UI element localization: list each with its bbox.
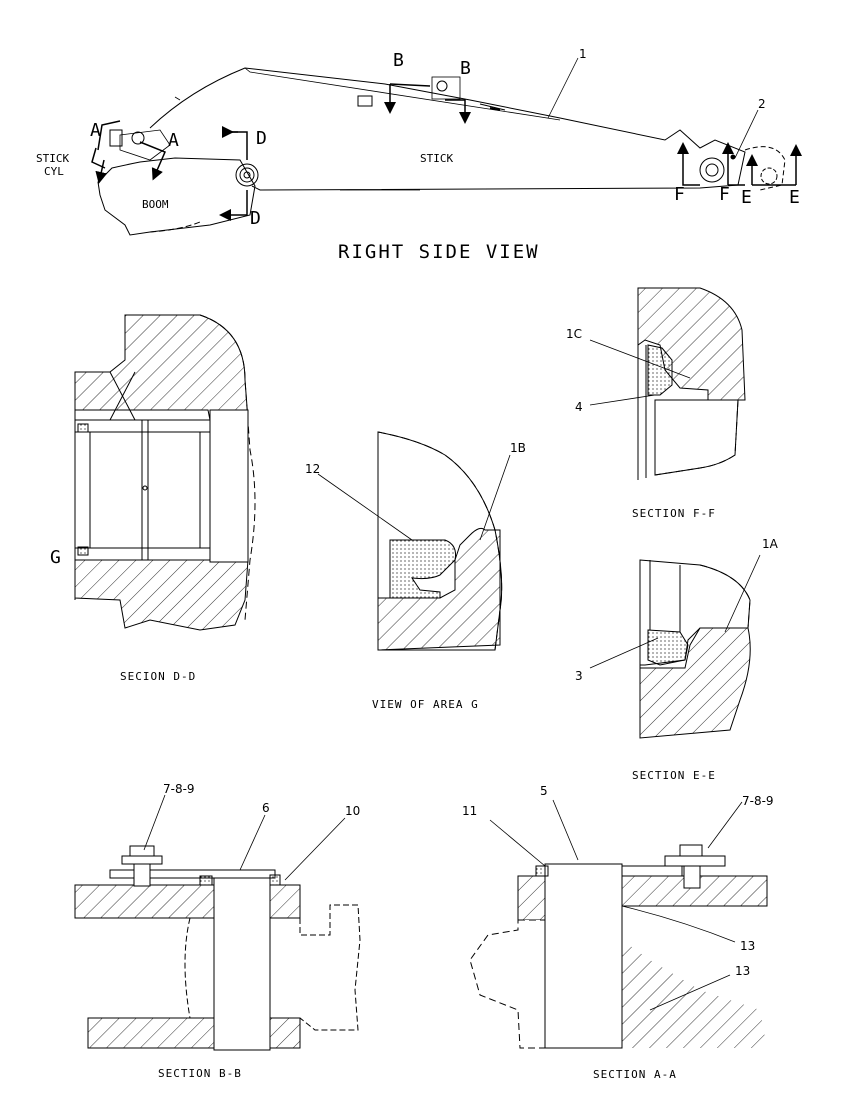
view-area-g: [317, 431, 511, 651]
right-side-view: [91, 57, 802, 236]
aa-callout-13-lower: 13: [735, 964, 750, 978]
section-ff: [589, 287, 746, 480]
callout-1: 1: [579, 47, 587, 61]
section-bb-caption: SECTION B-B: [158, 1067, 242, 1080]
area-g-caption: VIEW OF AREA G: [372, 698, 479, 711]
callout-1b: 1B: [510, 441, 526, 455]
area-g-marker: G: [50, 547, 61, 568]
stick-cyl-label-2: CYL: [44, 165, 64, 178]
section-ee-caption: SECTION E-E: [632, 769, 716, 782]
view-title: RIGHT SIDE VIEW: [338, 241, 540, 263]
stick-cyl-label: STICK: [36, 152, 69, 165]
boom-label: BOOM: [142, 198, 169, 211]
cut-b-right: B: [460, 58, 471, 79]
bb-callout-10: 10: [345, 804, 360, 818]
section-ee: [589, 554, 761, 739]
callout-1a: 1A: [762, 537, 779, 551]
callout-12: 12: [305, 462, 320, 476]
bb-callout-789: 7-8-9: [163, 782, 195, 796]
bb-callout-6: 6: [262, 801, 270, 815]
aa-callout-11: 11: [462, 804, 477, 818]
callout-3: 3: [575, 669, 583, 683]
boom-outline: [97, 157, 256, 236]
cut-f-right: F: [719, 184, 730, 205]
cut-a-right: A: [168, 130, 179, 151]
section-bb: [74, 794, 361, 1051]
aa-callout-5: 5: [540, 784, 548, 798]
section-aa-caption: SECTION A-A: [593, 1068, 677, 1081]
cut-a-left: A: [90, 120, 101, 141]
cut-e-left: E: [741, 187, 752, 208]
callout-4: 4: [575, 400, 583, 414]
overview-labels: STICK CYL BOOM STICK A A B B D D F F E E…: [36, 47, 800, 229]
cut-d-top: D: [256, 128, 267, 149]
cut-b-left: B: [393, 50, 404, 71]
section-dd: [74, 314, 256, 631]
aa-callout-13-upper: 13: [740, 939, 755, 953]
section-dd-caption: SECION D-D: [120, 670, 196, 683]
stick-outline: [149, 67, 746, 191]
callout-1c: 1C: [566, 327, 582, 341]
cut-f-left: F: [674, 184, 685, 205]
aa-callout-789: 7-8-9: [742, 794, 774, 808]
section-aa: [469, 799, 768, 1049]
callout-2: 2: [758, 97, 766, 111]
cut-d-bottom: D: [250, 208, 261, 229]
section-ff-caption: SECTION F-F: [632, 507, 716, 520]
stick-label: STICK: [420, 152, 453, 165]
cut-e-right: E: [789, 187, 800, 208]
